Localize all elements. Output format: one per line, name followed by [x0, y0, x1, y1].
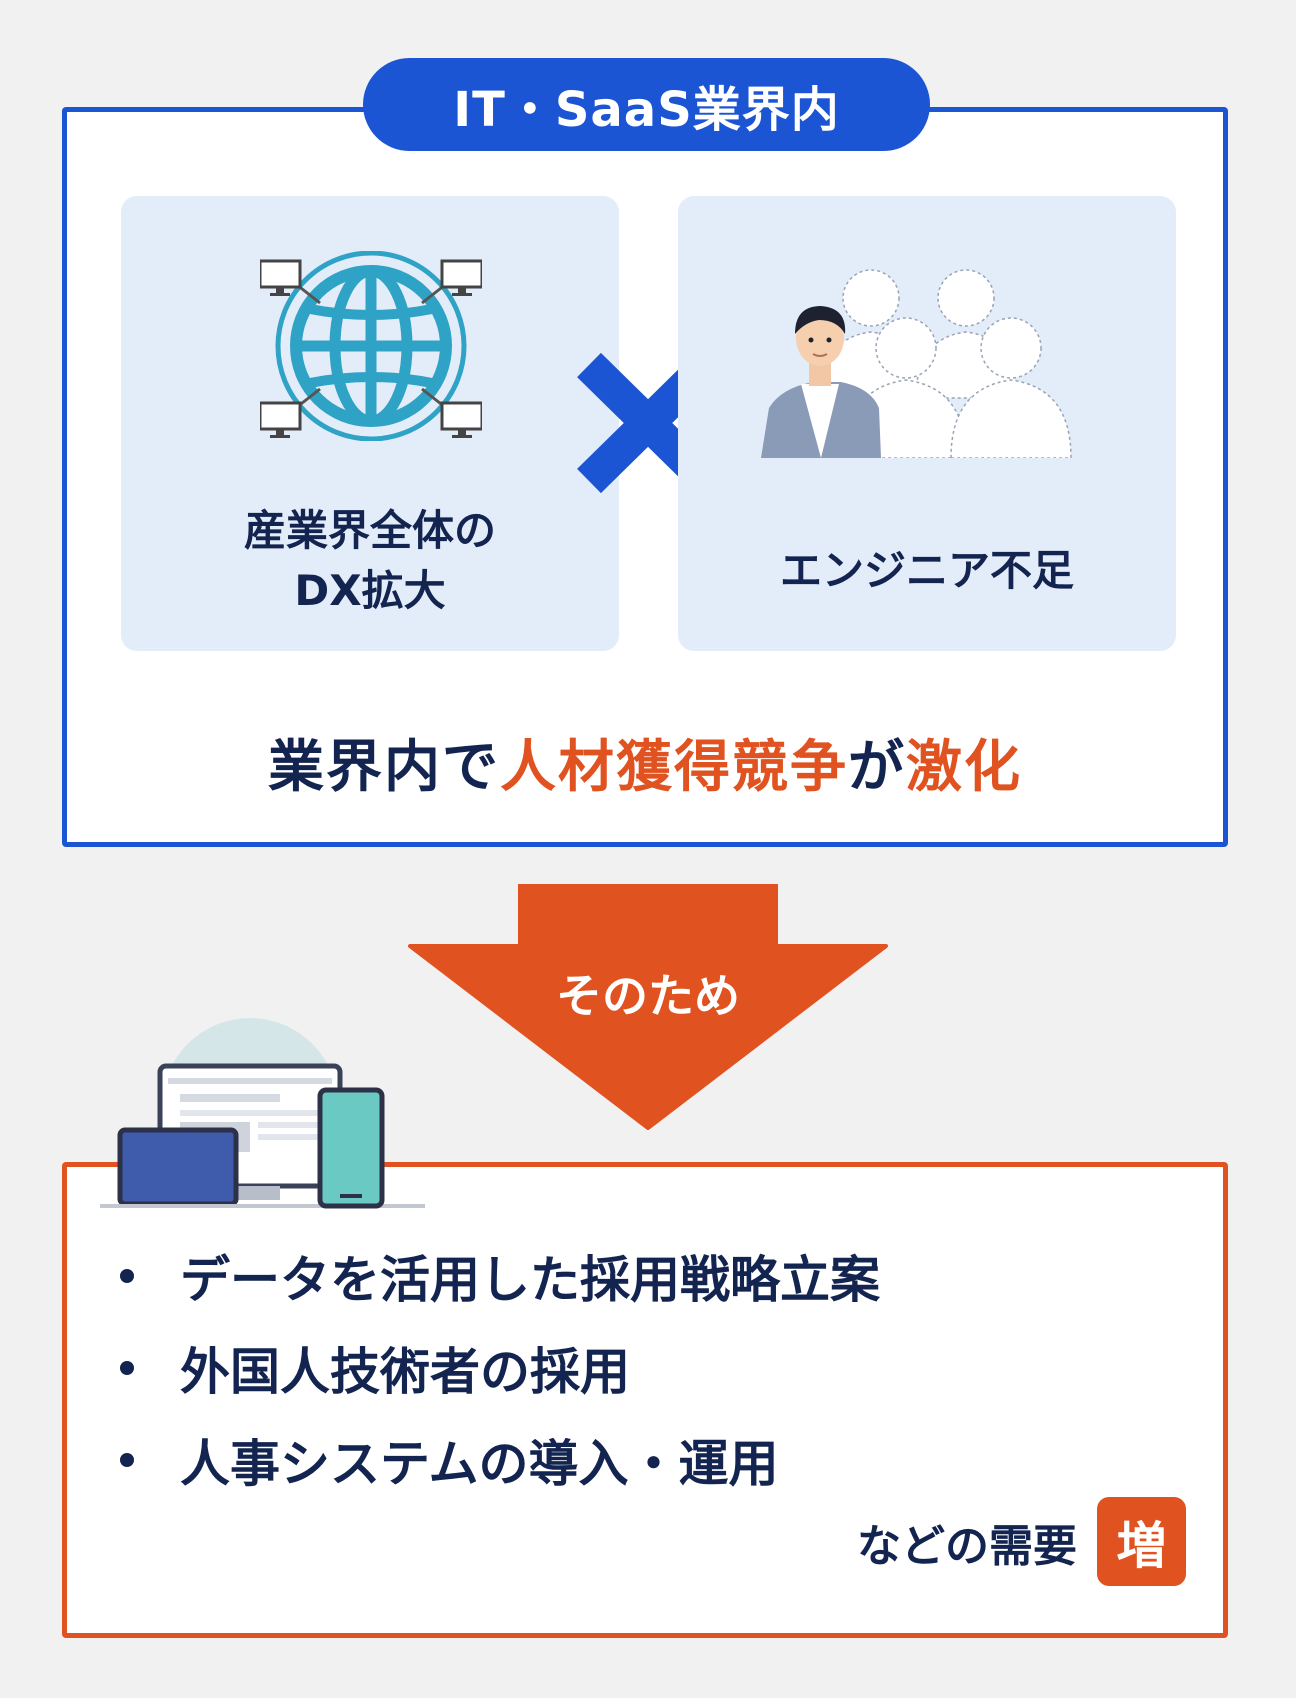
- dx-expansion-panel: 産業界全体の DX拡大: [121, 196, 619, 651]
- dx-expansion-label-line2: DX拡大: [294, 566, 446, 615]
- bullet-icon: [120, 1269, 134, 1283]
- global-network-icon: [260, 251, 482, 441]
- demand-item: 外国人技術者の採用: [120, 1332, 630, 1404]
- demand-suffix: などの需要: [857, 1520, 1077, 1572]
- demand-item-text: データを活用した採用戦略立案: [180, 1251, 880, 1309]
- demand-item: データを活用した採用戦略立案: [120, 1240, 880, 1312]
- bullet-icon: [120, 1361, 134, 1375]
- bullet-icon: [120, 1453, 134, 1467]
- demand-summary: などの需要 増: [857, 1497, 1186, 1586]
- conclusion-part1: 業界内で: [268, 735, 500, 800]
- devices-icon: [100, 1018, 425, 1209]
- conclusion-highlight2: 激化: [906, 735, 1022, 800]
- engineer-shortage-label: エンジニア不足: [779, 546, 1074, 595]
- conclusion-text: 業界内で人材獲得競争が激化: [62, 722, 1228, 803]
- increase-badge: 増: [1097, 1497, 1186, 1586]
- conclusion-highlight1: 人材獲得競争: [500, 735, 848, 800]
- arrow-label: そのため: [556, 969, 740, 1023]
- dx-expansion-label-line1: 産業界全体の: [243, 506, 496, 555]
- industry-tag: IT・SaaS業界内: [363, 58, 930, 151]
- conclusion-part2: が: [848, 735, 906, 800]
- down-arrow: [408, 884, 888, 1130]
- engineer-shortage-panel: エンジニア不足: [678, 196, 1176, 651]
- demand-item-text: 外国人技術者の採用: [180, 1343, 630, 1401]
- demand-frame: [62, 1162, 1228, 1638]
- dx-expansion-label: 産業界全体の DX拡大: [121, 501, 619, 621]
- engineer-shortage-icon: [761, 269, 1072, 458]
- demand-item: 人事システムの導入・運用: [120, 1424, 779, 1496]
- demand-item-text: 人事システムの導入・運用: [180, 1435, 779, 1493]
